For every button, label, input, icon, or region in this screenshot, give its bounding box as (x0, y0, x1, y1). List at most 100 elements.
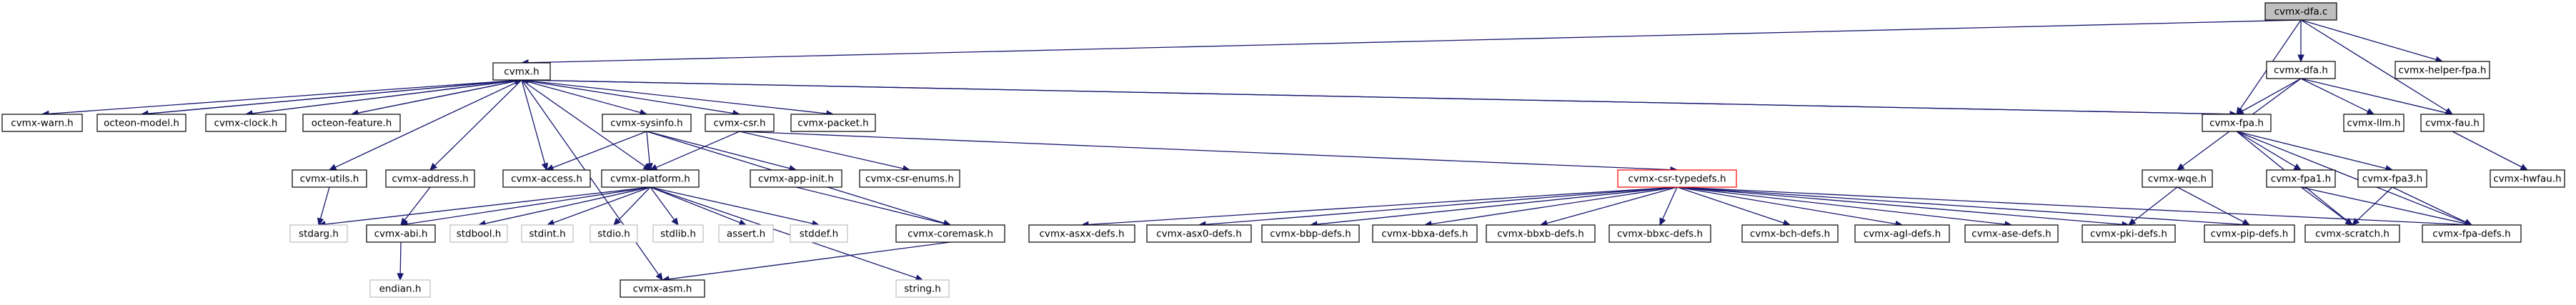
node-ase[interactable]: cvmx-ase-defs.h (1964, 224, 2059, 243)
edge-platform-to-stddef (650, 186, 813, 224)
node-stdlib: stdlib.h (652, 224, 704, 243)
node-fau[interactable]: cvmx-fau.h (2420, 114, 2485, 132)
node-packet[interactable]: cvmx-packet.h (790, 114, 876, 132)
node-label: cvmx-llm.h (2347, 118, 2401, 129)
node-fpa-defs[interactable]: cvmx-fpa-defs.h (2422, 224, 2522, 243)
node-clock[interactable]: cvmx-clock.h (205, 114, 287, 132)
node-stdio: stdio.h (590, 224, 638, 243)
edge-csr_typedefs-to-ase (1676, 186, 2006, 225)
edge-cvmx_h-to-access (521, 79, 546, 164)
graph-edges (41, 19, 2529, 283)
edge-cvmx_h-to-packet (521, 79, 827, 114)
node-csr-enums[interactable]: cvmx-csr-enums.h (859, 169, 960, 188)
node-label: cvmx-abi.h (374, 229, 428, 240)
node-agl[interactable]: cvmx-agl-defs.h (1854, 224, 1950, 243)
node-access[interactable]: cvmx-access.h (502, 169, 591, 188)
arrowhead-fau-to-hwfau (2520, 164, 2529, 171)
edge-csr_typedefs-to-asx0 (1205, 186, 1678, 225)
node-box (289, 224, 348, 243)
node-abi[interactable]: cvmx-abi.h (366, 224, 436, 243)
node-label: cvmx-bbxc-defs.h (1617, 229, 1703, 240)
node-bbxb[interactable]: cvmx-bbxb-defs.h (1486, 224, 1596, 243)
edge-csr_typedefs-to-bbxb (1546, 186, 1678, 224)
edge-csr_typedefs-to-pip (1676, 186, 2244, 226)
node-label: cvmx-bch-defs.h (1750, 229, 1830, 240)
node-stddef: stddef.h (790, 224, 848, 243)
edge-octeon_model-to-cvmx_h (141, 80, 516, 115)
edge-fpa-to-fpa_defs (2236, 131, 2466, 224)
node-octeon-feature[interactable]: octeon-feature.h (302, 114, 401, 132)
node-box (2343, 114, 2405, 132)
node-label: cvmx-wqe.h (2148, 174, 2207, 185)
node-fpa[interactable]: cvmx-fpa.h (2202, 114, 2272, 132)
node-bbxa[interactable]: cvmx-bbxa-defs.h (1372, 224, 1478, 243)
node-label: cvmx-csr.h (713, 118, 765, 129)
node-warn[interactable]: cvmx-warn.h (1, 114, 83, 132)
arrowhead-platform-to-stdio (613, 217, 622, 226)
arrowhead-wqe-to-pki (2128, 218, 2137, 226)
node-box (2204, 224, 2295, 243)
node-box (652, 224, 704, 243)
node-sysinfo[interactable]: cvmx-sysinfo.h (602, 114, 692, 132)
node-wqe[interactable]: cvmx-wqe.h (2142, 169, 2213, 188)
node-box (1854, 224, 1950, 243)
edge-csr_typedefs-to-agl (1676, 186, 1896, 225)
node-pip[interactable]: cvmx-pip-defs.h (2204, 224, 2295, 243)
edge-csr_typedefs-to-asxx (1088, 186, 1678, 226)
arrowhead-fpa-to-fpa1 (2293, 164, 2302, 171)
node-platform[interactable]: cvmx-platform.h (601, 169, 700, 188)
node-coremask[interactable]: cvmx-coremask.h (895, 224, 1005, 243)
node-string: string.h (895, 279, 950, 298)
edge-clock-to-cvmx_h (245, 80, 516, 115)
node-box (521, 224, 574, 243)
edge-fpa3-to-scratch (2357, 186, 2393, 221)
node-bbp[interactable]: cvmx-bbp-defs.h (1261, 224, 1360, 243)
node-box (705, 114, 775, 132)
node-pki[interactable]: cvmx-pki-defs.h (2082, 224, 2176, 243)
edge-dfa_h-to-llm (2300, 78, 2369, 112)
node-label: stdio.h (597, 229, 630, 240)
node-box (1372, 224, 1478, 243)
node-bch[interactable]: cvmx-bch-defs.h (1741, 224, 1839, 243)
arrowhead-fpa3-to-fpa_defs (2464, 219, 2473, 226)
node-fpa1[interactable]: cvmx-fpa1.h (2266, 169, 2336, 188)
node-address[interactable]: cvmx-address.h (385, 169, 475, 188)
node-box (895, 279, 950, 298)
node-fpa3[interactable]: cvmx-fpa3.h (2357, 169, 2427, 188)
node-bbxc[interactable]: cvmx-bbxc-defs.h (1608, 224, 1711, 243)
node-box (2357, 169, 2427, 188)
node-label: cvmx-helper-fpa.h (2399, 65, 2487, 76)
edge-app_init-to-coremask (795, 186, 945, 224)
node-label: cvmx-address.h (392, 174, 468, 185)
edge-csr-to-csr_typedefs (739, 131, 1671, 171)
edge-sysinfo-to-app_init (646, 131, 790, 169)
node-utils[interactable]: cvmx-utils.h (292, 169, 367, 188)
edge-csr_typedefs-to-bbxc (1662, 186, 1678, 220)
node-label: cvmx-csr-enums.h (865, 174, 954, 185)
arrowhead-fpa1-to-scratch (2344, 218, 2353, 226)
node-hwfau[interactable]: cvmx-hwfau.h (2490, 169, 2565, 188)
node-csr[interactable]: cvmx-csr.h (705, 114, 775, 132)
node-llm[interactable]: cvmx-llm.h (2343, 114, 2405, 132)
node-dfa-c[interactable]: cvmx-dfa.c (2264, 2, 2337, 21)
node-octeon-model[interactable]: octeon-model.h (96, 114, 187, 132)
node-asm[interactable]: cvmx-asm.h (620, 279, 705, 298)
node-asx0[interactable]: cvmx-asx0-defs.h (1146, 224, 1252, 243)
node-scratch[interactable]: cvmx-scratch.h (2304, 224, 2400, 243)
node-box (750, 169, 842, 188)
node-app-init[interactable]: cvmx-app-init.h (750, 169, 842, 188)
node-label: cvmx-warn.h (11, 118, 73, 129)
node-cvmx-h[interactable]: cvmx.h (492, 62, 551, 81)
edge-sysinfo-to-platform (646, 131, 650, 164)
node-stdarg: stdarg.h (289, 224, 348, 243)
node-label: cvmx-fpa1.h (2271, 174, 2331, 185)
node-box (385, 169, 475, 188)
node-asxx[interactable]: cvmx-asxx-defs.h (1028, 224, 1135, 243)
node-csr-typedefs[interactable]: cvmx-csr-typedefs.h (1617, 169, 1737, 188)
node-label: octeon-feature.h (312, 118, 392, 129)
node-label: cvmx-app-init.h (758, 174, 834, 185)
node-helper-fpa[interactable]: cvmx-helper-fpa.h (2395, 61, 2490, 79)
edge-dfa_h-to-fpa (2242, 78, 2302, 112)
node-dfa-h[interactable]: cvmx-dfa.h (2266, 61, 2336, 79)
arrowhead-dfa_h-to-llm (2366, 108, 2375, 115)
